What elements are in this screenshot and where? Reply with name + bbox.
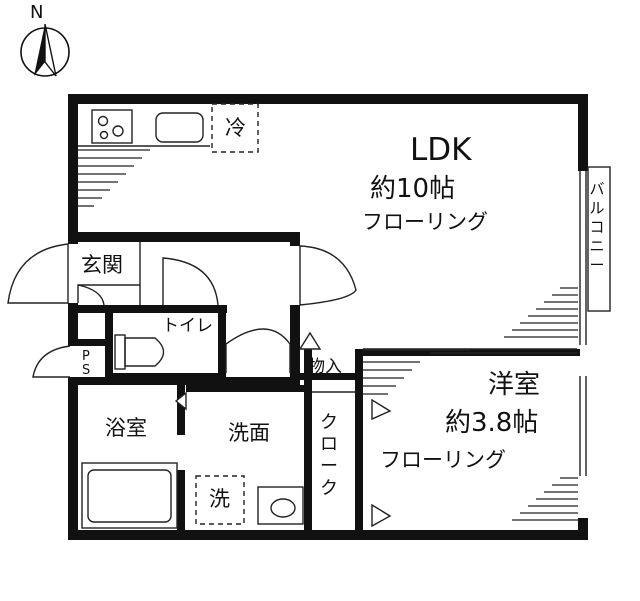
- closet-label: クローク: [320, 412, 342, 500]
- western-size: 約3.8帖: [445, 408, 539, 438]
- balcony-window-icon: [579, 166, 611, 345]
- western-window-icon: [579, 376, 587, 476]
- kitchen-sink-icon: [155, 112, 204, 143]
- western-floor: フローリング: [380, 448, 506, 472]
- entrance-label: 玄関: [81, 253, 123, 277]
- ldk-size: 約10帖: [370, 174, 456, 204]
- ldk-floor: フローリング: [362, 210, 488, 234]
- western-name: 洋室: [488, 370, 541, 400]
- kitchen-counter: [78, 109, 210, 147]
- ldk-name: LDK: [410, 132, 472, 168]
- fridge-label: 冷: [225, 116, 246, 140]
- closet-label-text: クローク: [320, 412, 338, 499]
- compass-icon: [20, 23, 70, 77]
- wash-basin-icon: [257, 486, 304, 525]
- floor-hatching: [78, 149, 578, 521]
- washer-label: 洗: [209, 487, 230, 511]
- toilet-label: トイレ: [162, 316, 213, 336]
- fridge-space: [211, 103, 259, 153]
- storage-label: 物入: [308, 357, 342, 377]
- entrance-door-icon: [7, 243, 69, 304]
- outer-walls: [68, 94, 588, 540]
- sliding-door-icon: [363, 349, 577, 354]
- compass-north-label: N: [30, 2, 44, 23]
- bath-label: 浴室: [105, 416, 147, 440]
- interior-door-icons: [32, 245, 357, 378]
- thin-partitions: [78, 242, 577, 393]
- toilet-icon: [114, 334, 165, 370]
- washroom-label: 洗面: [228, 421, 270, 445]
- bathtub-icon: [81, 462, 178, 529]
- door-marker-icons: [174, 331, 392, 528]
- balcony-label: バルコニー: [589, 180, 609, 275]
- ps-label: PS: [82, 349, 91, 378]
- washer-space: [195, 475, 245, 525]
- balcony-label-text: バルコニー: [589, 180, 605, 274]
